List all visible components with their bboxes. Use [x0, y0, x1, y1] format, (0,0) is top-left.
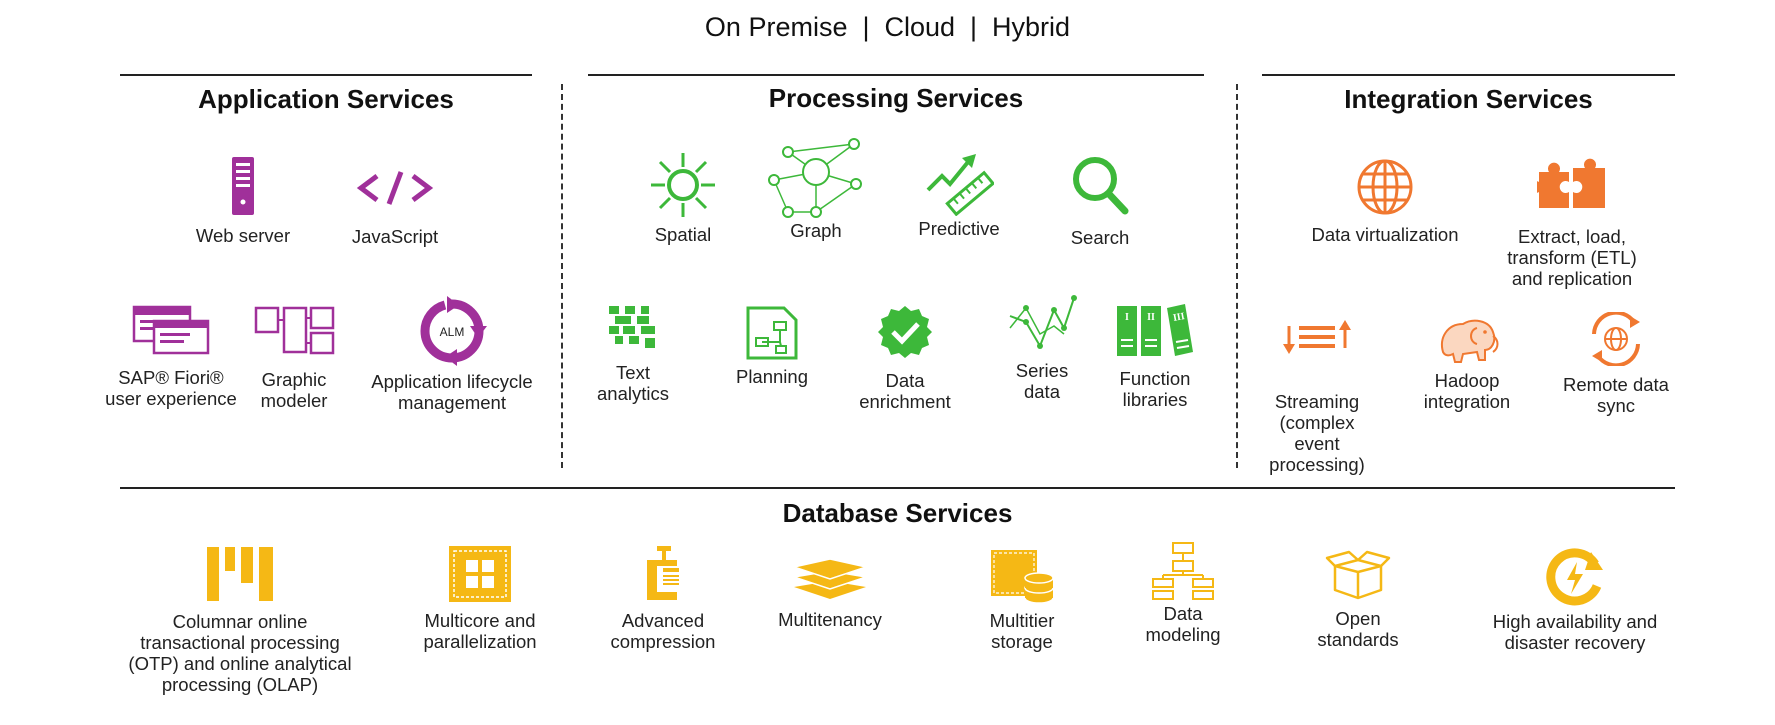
- javascript-item: JavaScript: [335, 168, 455, 247]
- series-icon: [1009, 295, 1077, 349]
- compression-label: Advanced compression: [610, 610, 716, 652]
- remote-data-sync-label: Remote data sync: [1563, 374, 1669, 416]
- streaming-label-wrap: Streaming (complex event processing): [1262, 370, 1372, 475]
- integration-rule: [1262, 74, 1675, 76]
- function-libraries-label: Function libraries: [1119, 368, 1191, 410]
- data-enrichment-item: Data enrichment: [850, 304, 960, 412]
- compression-item: Advanced compression: [598, 544, 728, 652]
- layers-icon: [792, 558, 868, 599]
- remote-data-sync-item: Remote data sync: [1555, 312, 1677, 416]
- high-availability-label: High availability and disaster recovery: [1492, 611, 1658, 653]
- multicore-label: Multicore and parallelization: [423, 610, 537, 652]
- columns-icon: [207, 547, 273, 601]
- planning-label: Planning: [735, 366, 808, 387]
- javascript-label: JavaScript: [351, 226, 439, 247]
- text-analytics-item: Text analytics: [583, 304, 683, 404]
- book-numeral-3: III: [1172, 311, 1186, 324]
- fiori-label: SAP® Fiori® user experience: [105, 367, 237, 409]
- predictive-icon: [926, 154, 994, 216]
- processing-rule: [588, 74, 1204, 76]
- web-server-label: Web server: [195, 225, 291, 246]
- high-availability-item: High availability and disaster recovery: [1475, 548, 1675, 653]
- search-icon: [1073, 157, 1129, 215]
- search-item: Search: [1050, 153, 1150, 248]
- book-numeral-2: II: [1147, 312, 1155, 323]
- function-libraries-item: I II III Function libraries: [1105, 302, 1205, 410]
- streaming-icon: [1283, 320, 1351, 354]
- search-label: Search: [1070, 227, 1130, 248]
- multitier-storage-item: Multitier storage: [962, 548, 1082, 652]
- predictive-item: Predictive: [900, 150, 1018, 239]
- data-modeling-item: Data modeling: [1128, 541, 1238, 645]
- graph-icon: [768, 138, 862, 218]
- application-services-title: Application Services: [198, 84, 454, 114]
- globe-icon: [1357, 159, 1413, 215]
- spatial-item: Spatial: [633, 150, 733, 245]
- clamp-icon: [647, 546, 679, 600]
- graphic-modeler-label: Graphic modeler: [260, 369, 328, 411]
- data-virtualization-item: Data virtualization: [1295, 158, 1475, 245]
- multitenancy-item: Multitenancy: [765, 555, 895, 630]
- deployment-options: On Premise | Cloud | Hybrid: [704, 12, 1071, 42]
- open-standards-item: Open standards: [1298, 550, 1418, 650]
- alm-icon: ALM: [420, 296, 487, 366]
- processing-services-title: Processing Services: [768, 83, 1024, 113]
- code-icon: [356, 171, 434, 205]
- open-standards-label: Open standards: [1317, 608, 1399, 650]
- spatial-label: Spatial: [654, 224, 712, 245]
- text-analytics-label: Text analytics: [597, 362, 669, 404]
- books-icon: I II III: [1117, 304, 1193, 356]
- planning-icon: [746, 306, 798, 360]
- sync-icon: [1592, 312, 1640, 366]
- data-enrichment-label: Data enrichment: [859, 370, 951, 412]
- modeler-icon: [254, 306, 335, 355]
- alm-icon-text: ALM: [440, 325, 465, 339]
- columnar-item: Columnar online transactional processing…: [105, 545, 375, 695]
- planning-item: Planning: [722, 302, 822, 387]
- multicore-item: Multicore and parallelization: [405, 544, 555, 652]
- application-rule: [120, 74, 532, 76]
- box-icon: [1325, 550, 1391, 600]
- database-services-title: Database Services: [782, 498, 1013, 528]
- hadoop-item: Hadoop integration: [1412, 314, 1522, 412]
- graph-label: Graph: [790, 220, 842, 241]
- alm-item: ALM Application lifecycle management: [360, 296, 544, 413]
- data-virtualization-label: Data virtualization: [1311, 224, 1459, 245]
- alm-label: Application lifecycle management: [371, 371, 533, 413]
- divider-right: [1236, 84, 1238, 468]
- etl-label: Extract, load, transform (ETL) and repli…: [1507, 226, 1637, 289]
- storage-icon: [991, 550, 1054, 604]
- server-icon: [232, 157, 254, 215]
- hadoop-label: Hadoop integration: [1423, 370, 1511, 412]
- graphic-modeler-item: Graphic modeler: [244, 305, 344, 411]
- puzzle-icon: [1537, 158, 1605, 208]
- elephant-icon: [1441, 319, 1499, 363]
- graph-item: Graph: [766, 138, 866, 241]
- columnar-label: Columnar online transactional processing…: [128, 611, 352, 695]
- divider-left: [561, 84, 563, 468]
- web-server-item: Web server: [183, 155, 303, 246]
- predictive-label: Predictive: [918, 218, 1000, 239]
- etl-item: Extract, load, transform (ETL) and repli…: [1487, 158, 1657, 289]
- multitier-storage-label: Multitier storage: [989, 610, 1055, 652]
- check-badge-icon: [878, 306, 932, 358]
- book-numeral-1: I: [1125, 312, 1129, 323]
- streaming-item: Streaming (complex event processing): [1262, 318, 1372, 475]
- multitenancy-label: Multitenancy: [778, 609, 882, 630]
- text-analytics-icon: [609, 306, 655, 348]
- fiori-item: SAP® Fiori® user experience: [100, 305, 242, 409]
- chip-icon: [449, 546, 511, 602]
- series-data-label: Series data: [1015, 360, 1069, 402]
- series-data-item: Series data: [992, 294, 1092, 402]
- database-rule: [120, 487, 1675, 489]
- hierarchy-icon: [1152, 542, 1214, 600]
- recovery-icon: [1546, 548, 1603, 606]
- data-modeling-label: Data modeling: [1145, 603, 1221, 645]
- sun-icon: [651, 153, 715, 217]
- integration-services-title: Integration Services: [1344, 84, 1593, 114]
- streaming-label: Streaming (complex event processing): [1269, 391, 1365, 475]
- fiori-icon: [132, 305, 210, 355]
